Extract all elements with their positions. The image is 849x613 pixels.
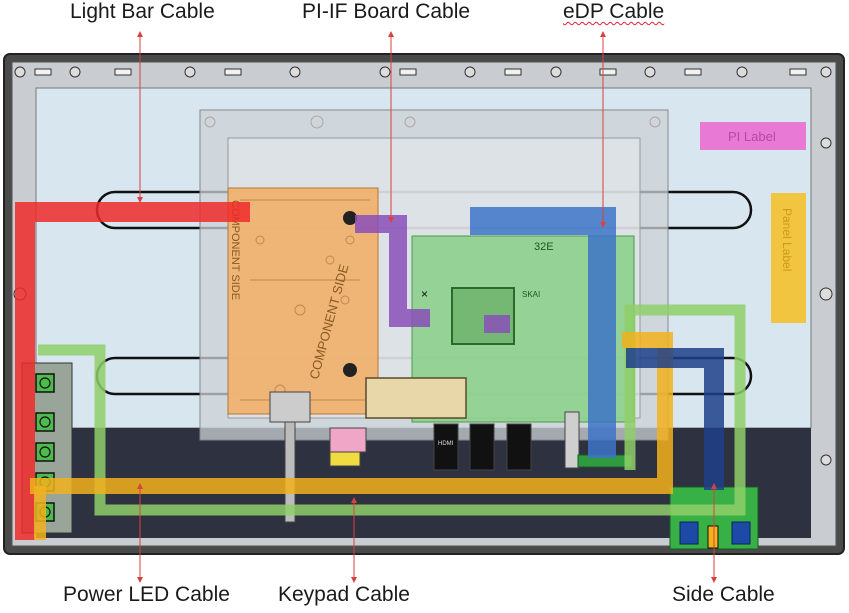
knob-shaft — [284, 421, 296, 523]
side-cable-plug — [707, 525, 719, 549]
edp-cable-label: eDP Cable — [563, 0, 665, 23]
keypad-cable-label: Keypad Cable — [278, 583, 410, 606]
green-loop-cable — [38, 304, 746, 516]
pi-if-mount-holes — [343, 211, 357, 377]
hdmi-text: HDMI — [438, 441, 454, 447]
power-led-cable-label: Power LED Cable — [63, 583, 230, 606]
side-connector-right — [731, 521, 751, 545]
leader-arrows — [137, 31, 717, 583]
pi-if-board-cable — [355, 215, 510, 333]
panel-label-text: Panel Label — [780, 208, 794, 271]
chip-id-text: 32E — [534, 241, 554, 253]
top-mount-tabs — [34, 68, 807, 76]
pink-cap — [329, 427, 367, 453]
hdmi-ports — [433, 423, 532, 471]
usb-port — [564, 411, 580, 469]
pi-label-text: PI Label — [728, 129, 776, 144]
knob-base — [269, 391, 311, 423]
side-connector-left — [679, 521, 699, 545]
pi-if-board-cable-label: PI-IF Board Cable — [302, 0, 471, 23]
light-bar-cable-label: Light Bar Cable — [70, 0, 215, 23]
board-x-mark: × — [421, 287, 428, 301]
main-chip — [451, 287, 515, 345]
component-side-text-a: COMPONENT SIDE — [229, 200, 241, 300]
keypad-cable — [30, 332, 673, 494]
pi-label-sticker — [700, 122, 806, 150]
light-bar-cable — [15, 202, 250, 540]
side-cable — [626, 348, 724, 490]
skai-text: SKAI — [522, 290, 540, 299]
connector-block — [365, 377, 467, 419]
side-cable-label: Side Cable — [672, 583, 775, 606]
pi-if-board — [227, 187, 379, 415]
yellow-cap — [329, 451, 361, 467]
panel-label-sticker — [771, 193, 806, 323]
